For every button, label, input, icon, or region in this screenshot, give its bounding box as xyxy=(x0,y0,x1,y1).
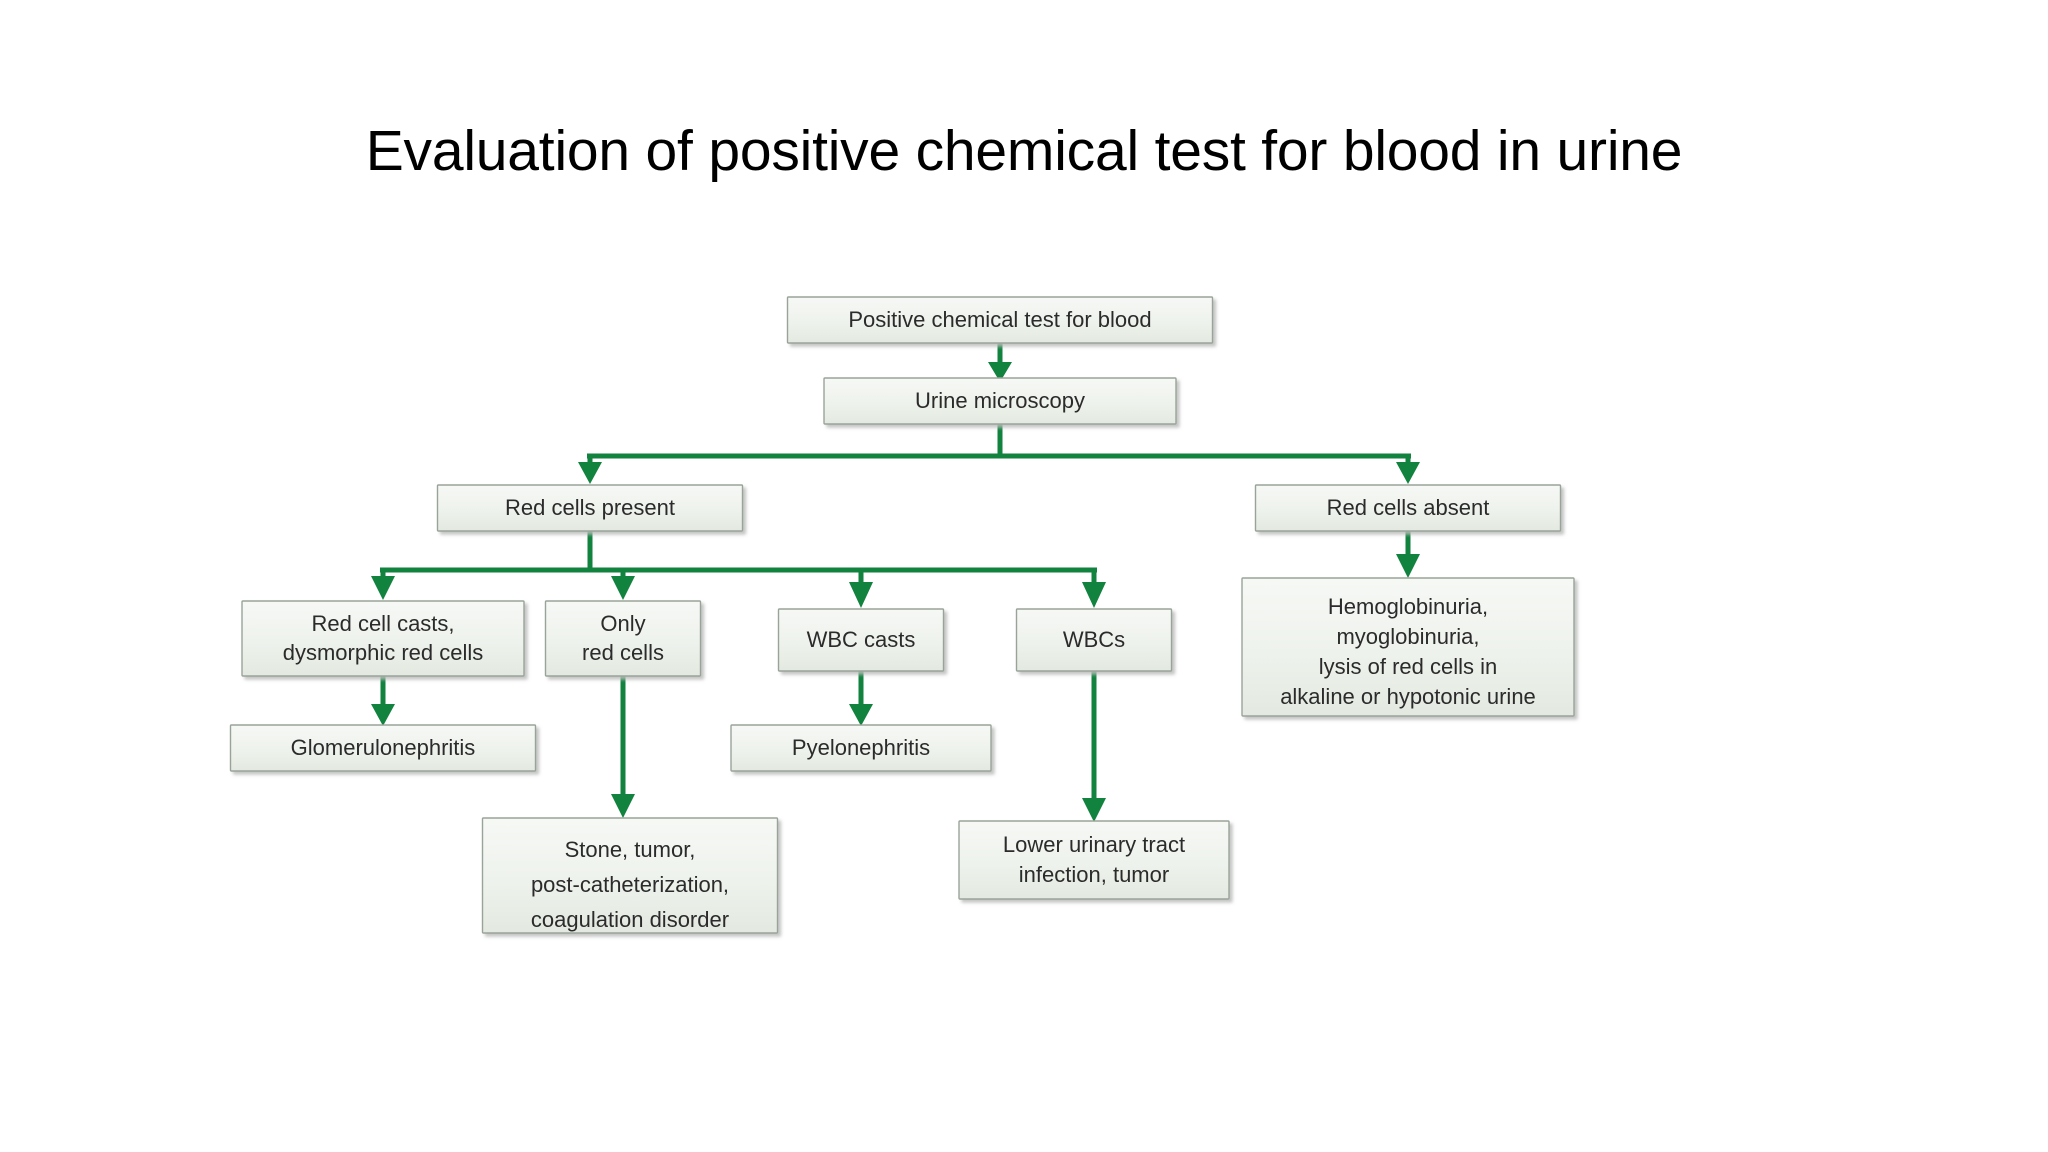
node-only-red-cells[interactable]: Only red cells xyxy=(544,600,702,677)
node-label-line2: dysmorphic red cells xyxy=(283,640,484,665)
node-red-cells-present[interactable]: Red cells present xyxy=(436,484,744,532)
node-label-line2: infection, tumor xyxy=(1019,862,1169,887)
node-label-line1: Hemoglobinuria, xyxy=(1328,594,1488,619)
node-label: Urine microscopy xyxy=(915,388,1085,413)
node-red-cells-absent[interactable]: Red cells absent xyxy=(1254,484,1562,532)
node-glomerulonephritis[interactable]: Glomerulonephritis xyxy=(229,724,537,772)
edge-wbcs-to-lower-uti xyxy=(1082,671,1106,822)
node-label-line3: coagulation disorder xyxy=(531,907,729,932)
node-label: WBCs xyxy=(1063,627,1125,652)
node-lower-uti[interactable]: Lower urinary tract infection, tumor xyxy=(958,820,1230,900)
node-positive-chemical-test[interactable]: Positive chemical test for blood xyxy=(786,296,1214,344)
connector-layer xyxy=(371,343,1420,822)
node-label-line3: lysis of red cells in xyxy=(1319,654,1498,679)
node-label: WBC casts xyxy=(807,627,916,652)
node-label-line4: alkaline or hypotonic urine xyxy=(1280,684,1536,709)
node-label-line1: Lower urinary tract xyxy=(1003,832,1185,857)
node-label-line2: myoglobinuria, xyxy=(1336,624,1479,649)
node-pyelonephritis[interactable]: Pyelonephritis xyxy=(730,724,992,772)
node-label: Pyelonephritis xyxy=(792,735,930,760)
node-label-line2: red cells xyxy=(582,640,664,665)
edge-positive-test-to-urine-microscopy xyxy=(988,343,1012,382)
edge-red-cells-present-branch xyxy=(371,531,1106,608)
node-red-cell-casts[interactable]: Red cell casts, dysmorphic red cells xyxy=(241,600,525,677)
node-wbcs[interactable]: WBCs xyxy=(1015,608,1173,672)
node-label: Positive chemical test for blood xyxy=(848,307,1151,332)
edge-urine-microscopy-branch xyxy=(578,424,1420,484)
node-label-line1: Red cell casts, xyxy=(311,611,454,636)
node-label-line2: post-catheterization, xyxy=(531,872,729,897)
node-urine-microscopy[interactable]: Urine microscopy xyxy=(823,377,1177,425)
edge-only-red-cells-to-stone-tumor xyxy=(611,676,635,818)
node-label-line1: Stone, tumor, xyxy=(565,837,696,862)
page-title: Evaluation of positive chemical test for… xyxy=(365,119,1683,183)
edge-red-cells-absent-to-hemoglobinuria xyxy=(1396,531,1420,578)
edge-wbc-casts-to-pyelonephritis xyxy=(849,671,873,726)
node-label: Red cells present xyxy=(505,495,675,520)
node-layer: Positive chemical test for blood Urine m… xyxy=(229,296,1575,934)
node-stone-tumor[interactable]: Stone, tumor, post-catheterization, coag… xyxy=(481,817,779,934)
node-hemoglobinuria[interactable]: Hemoglobinuria, myoglobinuria, lysis of … xyxy=(1241,577,1575,717)
flowchart: Positive chemical test for blood Urine m… xyxy=(0,270,2048,970)
node-label-line1: Only xyxy=(600,611,645,636)
node-label: Red cells absent xyxy=(1327,495,1490,520)
flowchart-svg: Positive chemical test for blood Urine m… xyxy=(229,296,1575,934)
edge-red-cell-casts-to-glomerulonephritis xyxy=(371,676,395,726)
node-wbc-casts[interactable]: WBC casts xyxy=(777,608,945,672)
node-label: Glomerulonephritis xyxy=(291,735,476,760)
